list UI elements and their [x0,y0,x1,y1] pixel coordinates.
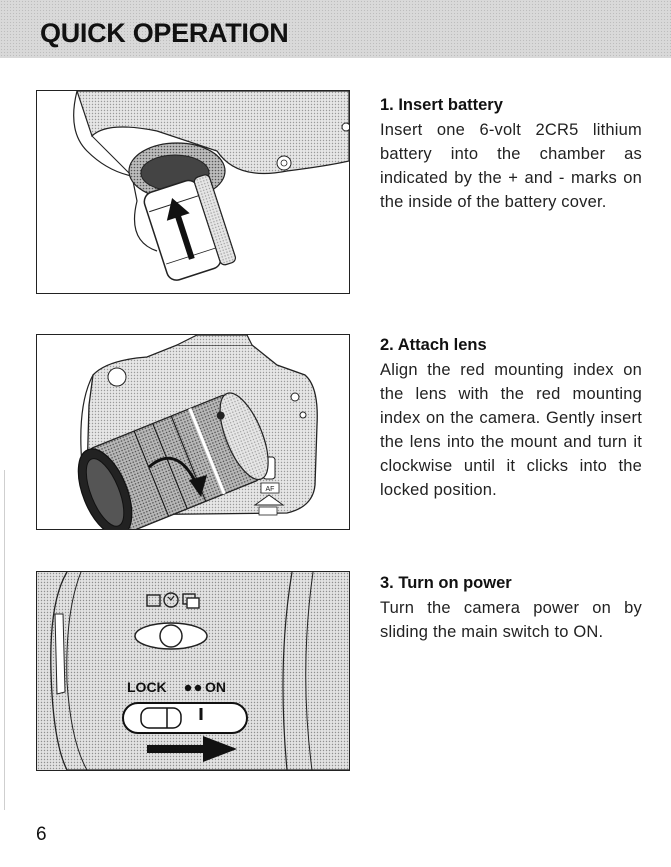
step-body: Insert one 6-volt 2CR5 lithium battery i… [380,121,642,211]
lock-label: LOCK [127,679,167,695]
page-number: 6 [36,824,47,845]
step-turn-on-power: 3. Turn on power Turn the camera power o… [380,574,642,644]
step-title: 2. Attach lens [380,336,487,354]
on-label: ON [205,679,226,695]
page-header: QUICK OPERATION [0,0,671,58]
af-badge-text: AF [266,486,275,493]
step-body: Turn the camera power on by sliding the … [380,599,642,641]
binding-edge-rule [4,470,5,810]
on-dot [194,684,202,692]
step-title: 1. Insert battery [380,96,503,114]
lens-illustration: AF [36,334,350,530]
lock-dot [184,684,192,692]
battery-illustration [36,90,350,294]
page-title: QUICK OPERATION [40,18,289,48]
step-body: Align the red mounting index on the lens… [380,361,642,499]
power-switch-illustration: LOCK ON [36,571,350,771]
step-attach-lens: 2. Attach lens Align the red mounting in… [380,336,642,502]
step-title: 3. Turn on power [380,574,512,592]
step-insert-battery: 1. Insert battery Insert one 6-volt 2CR5… [380,96,642,214]
